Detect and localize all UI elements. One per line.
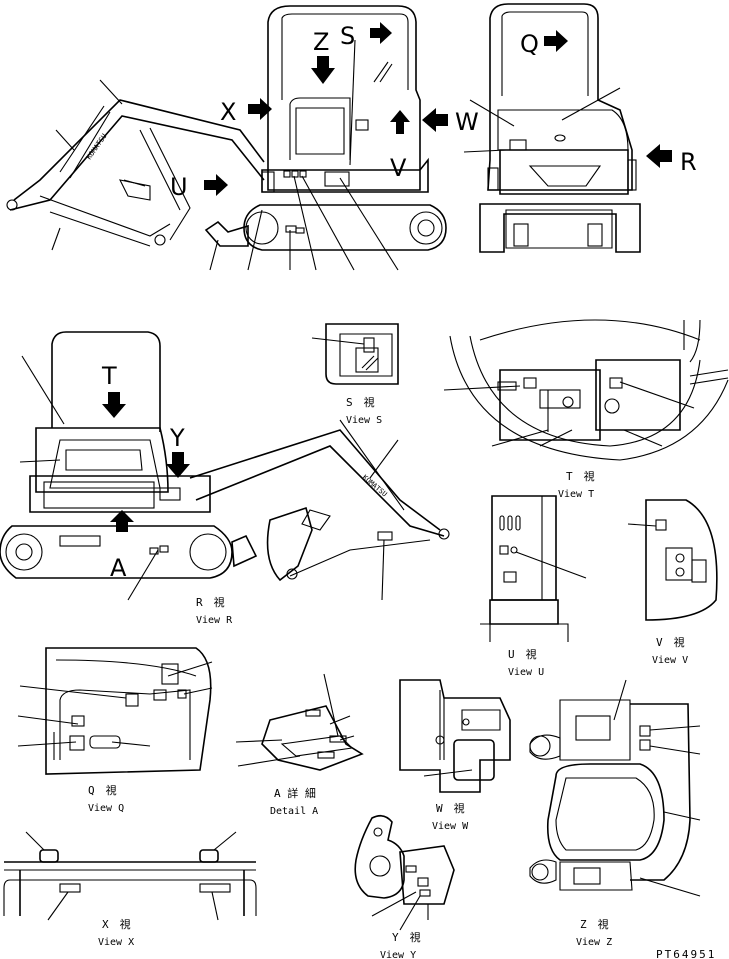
arrow-z-icon (311, 56, 335, 84)
caption-view-y-jp: Y 視 (392, 930, 421, 944)
caption-view-w-jp: W 視 (436, 801, 465, 815)
marker-s: S (340, 22, 355, 50)
caption-view-v-jp: V 視 (656, 635, 685, 649)
arrow-w-icon (422, 108, 448, 132)
caption-view-y-en: View Y (380, 950, 416, 959)
rear-view-excavator: Q R (463, 3, 697, 253)
caption-view-t-en: View T (558, 489, 594, 500)
view-q-drawing (17, 647, 213, 775)
view-v-drawing (627, 499, 718, 621)
caption-view-r-jp: R 視 (196, 595, 225, 609)
arrow-r-icon (646, 144, 672, 168)
marker-a: A (110, 554, 127, 582)
marker-z: Z (313, 28, 329, 56)
view-y-drawing (354, 814, 455, 931)
caption-view-x-en: View X (98, 937, 134, 948)
arrow-s-icon (370, 22, 392, 44)
marker-r: R (680, 148, 697, 176)
view-r-drawing: KOMATSU T Y A (0, 331, 450, 601)
caption-view-u-en: View U (508, 667, 544, 678)
caption-view-z-en: View Z (576, 937, 612, 948)
view-x-drawing (3, 831, 257, 921)
arrow-y-icon (166, 452, 190, 478)
caption-view-s-en: View S (346, 415, 382, 426)
view-z-drawing (529, 679, 701, 897)
marker-w: W (455, 108, 479, 136)
view-w-drawing (399, 679, 511, 793)
arrow-u-icon (204, 174, 228, 196)
caption-view-q-en: View Q (88, 803, 124, 814)
caption-view-v-en: View V (652, 655, 688, 666)
view-t-drawing (443, 319, 729, 461)
side-view-excavator: KOMATSU Z S X W V U (6, 5, 479, 271)
marker-q: Q (520, 30, 539, 58)
caption-view-s-jp: S 視 (346, 395, 375, 409)
marker-t: T (101, 362, 117, 390)
marker-x: X (220, 98, 236, 126)
caption-view-x-jp: X 視 (102, 917, 131, 931)
arrow-q-icon (544, 30, 568, 52)
caption-view-z-jp: Z 視 (580, 917, 609, 931)
arrow-a-icon (110, 510, 134, 532)
caption-view-w-en: View W (432, 821, 469, 832)
arrow-x-icon (248, 98, 272, 120)
svg-text:KOMATSU: KOMATSU (361, 473, 389, 498)
marker-u: U (170, 173, 188, 201)
arrow-v-up-icon (390, 110, 410, 134)
caption-view-u-jp: U 視 (508, 647, 537, 661)
detail-a-drawing (235, 673, 364, 771)
view-s-drawing (311, 323, 399, 385)
caption-view-r-en: View R (196, 615, 233, 626)
marker-v: V (390, 154, 407, 182)
marker-y: Y (169, 424, 185, 452)
caption-detail-a-jp: A 詳 細 (274, 786, 316, 800)
caption-detail-a-en: Detail A (270, 806, 318, 817)
arrow-t-icon (102, 392, 126, 418)
caption-view-q-jp: Q 視 (88, 783, 117, 797)
drawing-id: PT64951 (656, 948, 716, 959)
caption-view-t-jp: T 視 (566, 469, 595, 483)
view-u-drawing (480, 495, 587, 642)
